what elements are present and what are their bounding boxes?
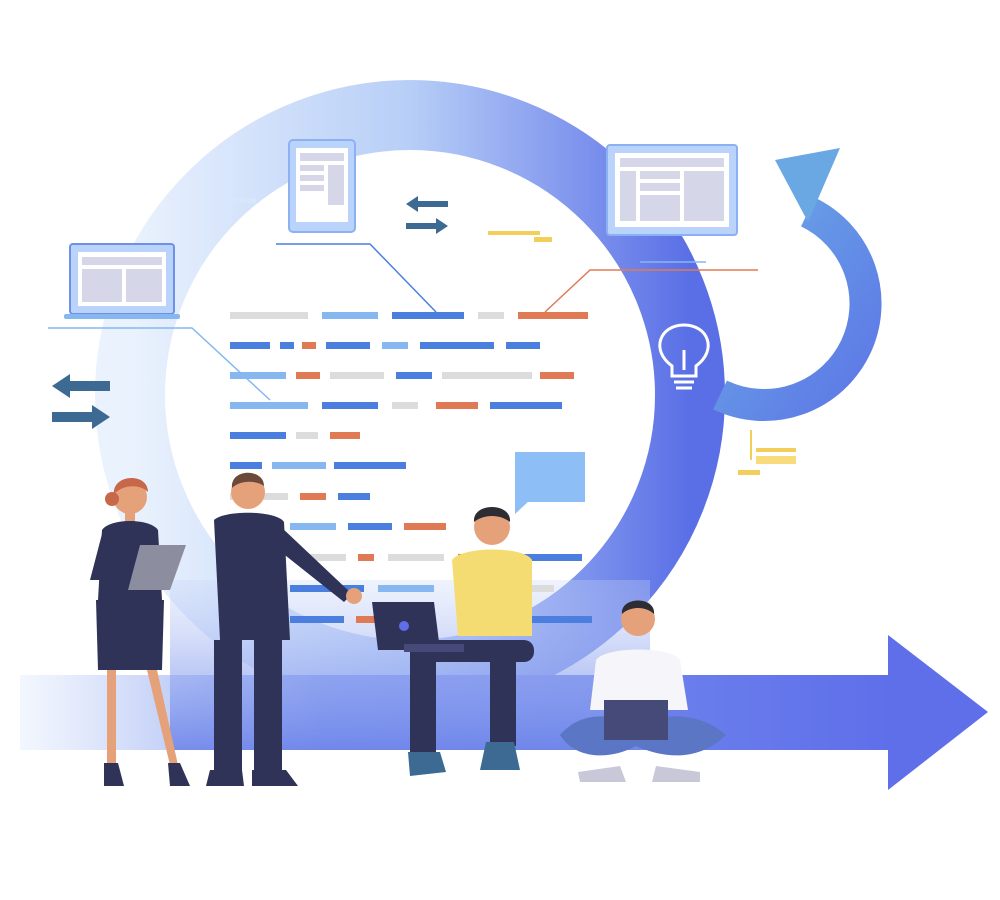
decor-dashes <box>222 198 796 475</box>
man-yellow-shirt-laptop <box>372 507 534 776</box>
laptop-icon <box>64 243 180 319</box>
woman-with-tablet <box>90 477 190 786</box>
speech-bubble-icon <box>515 452 585 514</box>
monitor-icon <box>606 144 738 236</box>
tablet-icon <box>288 139 356 233</box>
connector-lines <box>48 243 758 401</box>
swap-arrows-icon-left <box>52 374 110 429</box>
swap-arrows-icon <box>406 196 448 234</box>
lightbulb-icon <box>658 323 710 390</box>
man-in-suit <box>206 472 362 786</box>
curved-return-arrow <box>713 148 882 421</box>
man-sitting-laptop <box>560 600 726 782</box>
